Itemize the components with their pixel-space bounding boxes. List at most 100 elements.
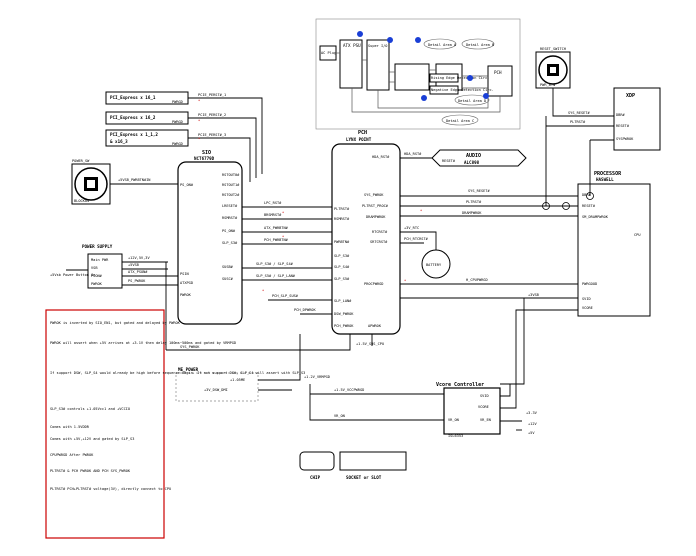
pci-link-label: PCIE_PERST#_2	[198, 113, 226, 117]
processor-pin: RESET#	[582, 204, 596, 208]
svg-text:*: *	[282, 211, 284, 215]
pch-chip: PCH LYNX POINT PLTRST# RSMRST# PWRBTN# S…	[331, 130, 401, 335]
pci-link-label: PCIE_PERST#_1	[198, 93, 226, 97]
reset-switch: RESET_SWITCH PWR_BTN	[535, 47, 614, 117]
note-line: PLTRST# PCH+PLTRST# voltage(3V), directl…	[50, 487, 171, 491]
sio-pin: RSTOUT0#	[222, 173, 240, 177]
note-line: PWROK will assert when +5V arrives at +3…	[50, 341, 236, 345]
detail-pch: PCH	[494, 70, 502, 75]
pch-part: LYNX POINT	[346, 137, 372, 142]
reset-switch-title: RESET_SWITCH	[540, 47, 566, 51]
pci-slot-signal: PWRGD	[172, 120, 183, 124]
signal-label: +5VSB_PWRBTN#IN	[118, 178, 150, 182]
battery: BATTERY +3V_RTC PCH_RTCRST#	[400, 226, 451, 279]
detail-area-d: Detail Area D	[458, 99, 486, 103]
signal-label: PCH_PWRBTN#	[264, 238, 289, 242]
pci-slot-signal: PWRGD	[172, 142, 183, 146]
vcore-part: ISL6353	[448, 434, 463, 438]
signal-label: +1.5V_SUS_CPU	[356, 342, 384, 346]
power-supply: POWER SUPPLY Main PWR VSB PSON# PWROK +1…	[50, 244, 178, 289]
notes-box: PWROK is inverted by SIO_EN1, but gated …	[45, 309, 305, 539]
sio-pin: RSMRST#	[222, 216, 238, 220]
psu-rail: ATX_PSON#	[128, 270, 148, 274]
vcore-rail: +5V	[528, 431, 535, 435]
audio-codec: AUDIO ALC898 RESET# HDA_RST#	[400, 149, 527, 167]
svg-text:*: *	[198, 99, 200, 103]
processor-pin: PWRGOOD	[582, 282, 597, 286]
note-line: SLP_S3# controls +1.05Vcc1 and +VCCIO	[50, 407, 130, 411]
wires-right: SYS_RESET# PLTRST# DRAMPWROK H_CPUPWRGD …	[400, 116, 594, 385]
pci-slot-label: & x16_3	[110, 139, 128, 144]
me-power: ME_POWER +1.05ME +3V_DSW_DMI +1.2V_VRMPG…	[175, 334, 330, 402]
signal-label: +3V_RTC	[404, 226, 419, 230]
sio-pin: PSIN	[180, 272, 189, 276]
svg-text:*: *	[420, 209, 422, 213]
power-switch-label: POWER_SW	[72, 159, 90, 163]
signal-label: ATX_PWRBTN#	[264, 226, 289, 230]
vcore-pin: SVID	[480, 394, 489, 398]
pci-slot-signal: PWRGD	[172, 100, 183, 104]
sio-pin: SUSC#	[222, 277, 234, 281]
pch-pin: PROCPWRGD	[364, 282, 383, 286]
svg-text:*: *	[198, 137, 200, 141]
note-line: Comes with +5V,+12V and gated by SLP_S3	[50, 437, 134, 441]
vcore-title: Vcore Controller	[436, 382, 484, 388]
sio-pin: PS_ON#	[180, 183, 194, 187]
vcore-pin: VR_ON	[448, 418, 459, 422]
pch-pin: DRAMPWROK	[366, 215, 386, 219]
pch-pin: PWRBTN#	[334, 240, 350, 244]
vcore-rail: +3.3V	[526, 411, 538, 415]
processor-pin: SVID	[582, 297, 591, 301]
detail-atx-psu: ATX PSU	[343, 43, 361, 48]
sio-title: SIO	[202, 150, 211, 156]
wires-middle: LPC_RST# BRSMRST# ATX_PWRBTN# PCH_PWRBTN…	[165, 201, 384, 351]
svg-text:*: *	[404, 279, 406, 283]
signal-label: +3VSB	[528, 293, 539, 297]
note-line: CPUPWRGD After PWROK	[50, 453, 94, 457]
power-switch-block: BLOCK04	[74, 199, 89, 203]
signal-label: PCH_SLP_SUS#	[272, 294, 299, 298]
me-power-title: ME_POWER	[178, 367, 199, 372]
sio-pin: ATXPGD	[180, 281, 193, 285]
detail-inset: AC Plug ATX PSU Super I/O PCH Detail Are…	[315, 18, 521, 130]
psu-label: PWROK	[91, 282, 103, 286]
reset-switch-label: PWR_BTN	[540, 83, 555, 87]
me-power-rail: +1.05ME	[230, 378, 245, 382]
legend-chip: CHIP	[310, 475, 321, 480]
vcore-pin: VCORE	[478, 405, 489, 409]
svg-text:*: *	[198, 119, 200, 123]
pci-slot-label: PCI_Express x 16_2	[110, 115, 156, 120]
psu-note: +5Vsb Power Button On	[50, 273, 95, 277]
psu-label: PSON#	[91, 274, 103, 278]
detail-area-c: Detail Area C	[446, 119, 474, 123]
pch-pin: PCH_PWROK	[334, 324, 354, 328]
psu-label: Main PWR	[91, 258, 109, 262]
audio-part: ALC898	[464, 160, 480, 165]
signal-label: SLP_S3# / SLP_S4#	[256, 262, 294, 266]
signal-label: LPC_RST#	[264, 201, 282, 205]
signal-label: SYS_RESET#	[568, 111, 590, 115]
psu-rail: PS_PWROK	[128, 279, 146, 283]
red-markers: * * * * * * * *	[198, 99, 422, 293]
sio-pin: LRESET#	[222, 204, 238, 208]
note-line: Comes with 1.5VDDR	[50, 425, 90, 429]
detail-area-a: Detail Area A	[428, 43, 457, 47]
processor-pin: CPU	[634, 233, 641, 237]
power-switch: POWER_SW BLOCK04 +5VSB_PWRBTN#IN	[71, 159, 178, 205]
pch-pin: HDA_RST#	[372, 155, 390, 159]
pch-pin: APWROK	[368, 324, 382, 328]
note-line: If support DSW, SLP_S4 would already be …	[50, 371, 305, 375]
signal-label: SLP_S5# / SLP_LAN#	[256, 274, 296, 278]
audio-title: AUDIO	[466, 153, 481, 159]
processor-pin: SM_DRAMPWROK	[582, 215, 609, 219]
signal-label: DRAMPWROK	[462, 211, 482, 215]
sio-pin: RSTOUT1#	[222, 183, 240, 187]
pch-pin: SLP_LAN#	[334, 299, 352, 303]
psu-label: VSB	[91, 266, 98, 270]
detail-ac-plug: AC Plug	[321, 51, 336, 55]
legend: CHIP SOCKET or SLOT	[299, 451, 407, 480]
sio-pin: PS_ON#	[222, 229, 236, 233]
pch-title: PCH	[358, 130, 367, 136]
signal-label: +1.2V_VRMPGD	[304, 375, 330, 379]
xdp-pin: SYSPWROK	[616, 137, 634, 141]
